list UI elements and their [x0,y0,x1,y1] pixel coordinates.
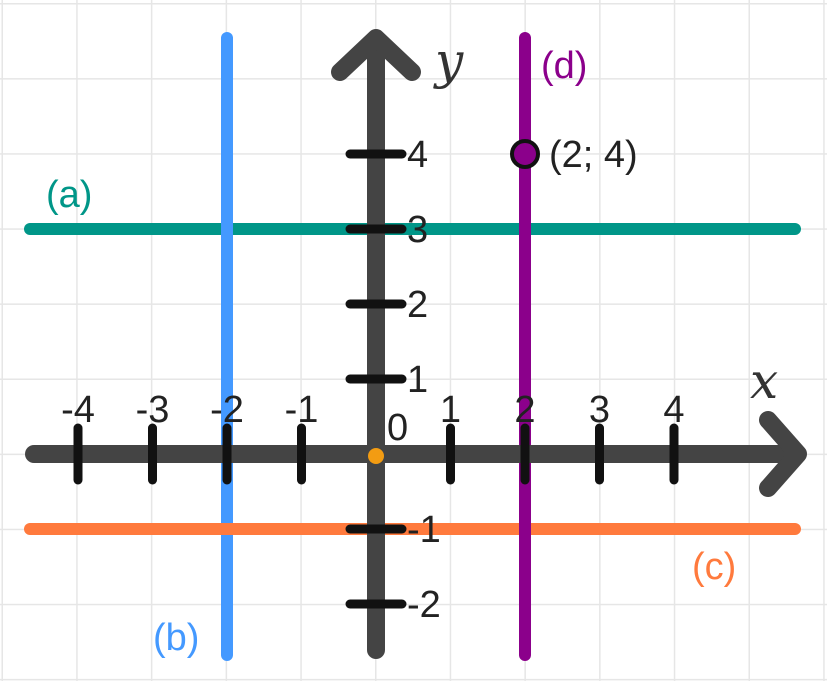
line-label-c: (c) [692,546,736,588]
y-tick-label: 3 [407,209,428,251]
y-tick-label: -2 [407,584,441,626]
x-axis-arrow [759,411,807,497]
point-2-4-marker [510,139,540,169]
origin-label: 0 [387,407,408,449]
marked-point: (2; 4) [510,134,638,176]
y-axis-name: y [433,32,464,90]
y-tick-label: -1 [407,509,441,551]
x-tick-label: 2 [514,389,535,431]
y-tick-label: 2 [407,284,428,326]
x-tick-label: -2 [210,389,244,431]
x-tick-label: -4 [61,389,95,431]
x-tick-label: -3 [136,389,170,431]
x-tick-label: -1 [285,389,319,431]
axis-labels: (a) (b) (c) (d) -4 -3 -2 -1 1 2 3 4 -2 -1 1 2 3 4 0 x y [46,32,778,659]
line-label-b: (b) [153,617,199,659]
x-tick-label: 1 [440,389,461,431]
x-tick-label: 3 [589,389,610,431]
point-label: (2; 4) [549,134,638,176]
y-tick-label: 4 [407,134,428,176]
x-axis-name: x [750,352,778,410]
origin-dot [368,448,384,464]
line-label-a: (a) [46,174,92,216]
x-tick-label: 4 [663,389,684,431]
y-tick-label: 1 [407,359,428,401]
axes [25,29,807,659]
y-axis-arrow [331,29,421,81]
line-label-d: (d) [541,45,587,87]
